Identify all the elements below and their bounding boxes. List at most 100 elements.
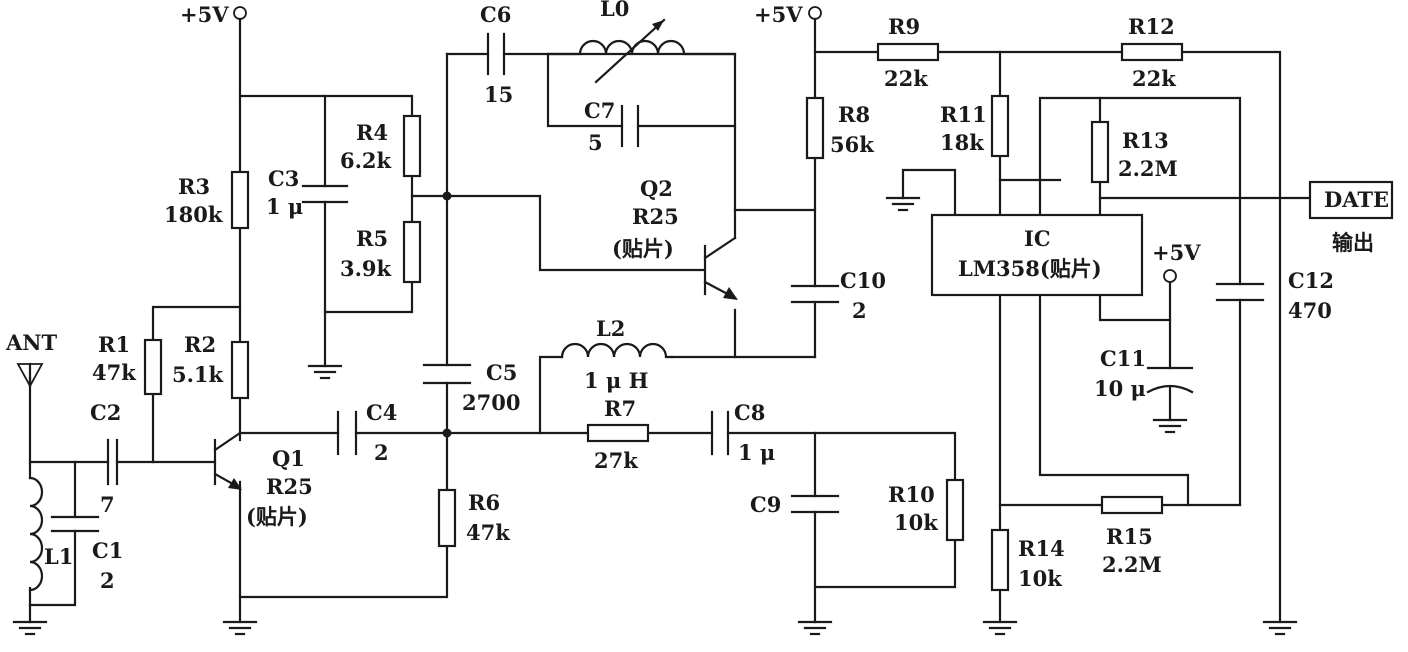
r11-value: 18k — [940, 130, 984, 155]
c4-value: 2 — [374, 440, 389, 465]
r12-label: R12 — [1128, 14, 1175, 39]
l1-label: L1 — [44, 544, 73, 569]
q2-label: Q2 — [640, 176, 673, 201]
resistor-r15: R15 2.2M — [1100, 495, 1164, 577]
transistor-q2: Q2 R25 (贴片) — [612, 176, 738, 300]
capacitor-c5: C5 2700 — [422, 360, 520, 415]
c4-label: C4 — [366, 400, 397, 425]
capacitor-c2: C2 7 — [90, 400, 121, 517]
c11-value: 10 μ — [1094, 376, 1146, 401]
q2-package: (贴片) — [612, 236, 674, 261]
supply-terminal-1: +5V — [180, 2, 247, 27]
capacitor-c8: C8 1 μ — [710, 400, 775, 465]
c5-label: C5 — [486, 360, 517, 385]
r5-value: 3.9k — [340, 256, 392, 281]
wires — [28, 17, 1312, 624]
r4-value: 6.2k — [340, 148, 392, 173]
c12-label: C12 — [1288, 268, 1334, 293]
r7-value: 27k — [594, 448, 638, 473]
resistor-r3: R3 180k — [164, 170, 250, 230]
capacitor-c11: C11 10 μ — [1094, 346, 1194, 401]
resistor-r1: R1 47k — [92, 332, 163, 396]
c3-value: 1 μ — [266, 194, 303, 219]
r1-value: 47k — [92, 360, 136, 385]
antenna-label: ANT — [5, 330, 57, 355]
r8-label: R8 — [838, 102, 870, 127]
c2-value: 7 — [100, 492, 115, 517]
resistor-r5: R5 3.9k — [340, 220, 422, 284]
transistor-q1: Q1 R25 (贴片) — [213, 431, 313, 529]
r1-label: R1 — [98, 332, 130, 357]
output-label: DATE — [1324, 187, 1389, 212]
c3-label: C3 — [268, 166, 299, 191]
capacitor-c1: C1 2 — [50, 515, 123, 593]
r3-label: R3 — [178, 174, 210, 199]
r10-label: R10 — [888, 482, 935, 507]
r4-label: R4 — [356, 120, 388, 145]
r7-label: R7 — [604, 396, 636, 421]
q1-type: R25 — [266, 474, 313, 499]
c1-label: C1 — [92, 538, 123, 563]
q1-package: (贴片) — [246, 504, 308, 529]
r13-label: R13 — [1122, 128, 1169, 153]
capacitor-c10: C10 2 — [790, 268, 886, 323]
resistor-r8: R8 56k — [805, 96, 874, 160]
c1-value: 2 — [100, 568, 115, 593]
resistor-r4: R4 6.2k — [340, 114, 422, 178]
c6-value: 15 — [484, 82, 513, 107]
output-caption: 输出 — [1332, 230, 1374, 255]
capacitor-c4: C4 2 — [336, 400, 397, 465]
r6-label: R6 — [468, 490, 500, 515]
output-terminal: DATE 输出 — [1308, 180, 1394, 255]
c12-value: 470 — [1288, 298, 1332, 323]
c11-label: C11 — [1100, 346, 1146, 371]
r11-label: R11 — [940, 102, 987, 127]
resistor-r14: R14 10k — [990, 528, 1065, 592]
r15-label: R15 — [1106, 524, 1153, 549]
c9-label: C9 — [750, 492, 781, 517]
capacitor-c9: C9 — [750, 492, 840, 517]
supply-label-1: +5V — [180, 2, 229, 27]
r5-label: R5 — [356, 226, 388, 251]
ic-part: LM358(贴片) — [958, 256, 1102, 281]
c7-label: C7 — [584, 98, 615, 123]
l2-value: 1 μ H — [584, 368, 648, 393]
r2-value: 5.1k — [172, 362, 224, 387]
c10-label: C10 — [840, 268, 886, 293]
r10-value: 10k — [894, 510, 938, 535]
capacitor-c12: C12 470 — [1215, 268, 1334, 323]
l2-label: L2 — [596, 316, 625, 341]
c8-label: C8 — [734, 400, 765, 425]
c2-label: C2 — [90, 400, 121, 425]
l0-label: L0 — [600, 0, 629, 21]
r13-value: 2.2M — [1118, 156, 1178, 181]
resistor-r2: R2 5.1k — [172, 332, 250, 400]
resistor-r10: R10 10k — [888, 478, 965, 542]
r14-value: 10k — [1018, 566, 1062, 591]
r8-value: 56k — [830, 132, 874, 157]
resistor-r6: R6 47k — [437, 488, 510, 548]
resistor-r12: R12 22k — [1120, 14, 1184, 91]
q2-type: R25 — [632, 204, 679, 229]
resistor-r7: R7 27k — [586, 396, 650, 473]
supply-terminal-3: +5V — [1152, 240, 1201, 283]
r2-label: R2 — [184, 332, 216, 357]
r9-label: R9 — [888, 14, 920, 39]
supply-label-2: +5V — [754, 2, 803, 27]
supply-label-3: +5V — [1152, 240, 1201, 265]
c6-label: C6 — [480, 2, 511, 27]
antenna-icon: ANT — [5, 330, 57, 388]
q1-label: Q1 — [272, 446, 305, 471]
supply-terminal-2: +5V — [754, 2, 822, 27]
resistor-r9: R9 22k — [876, 14, 940, 91]
c8-value: 1 μ — [738, 440, 775, 465]
resistor-r13: R13 2.2M — [1090, 120, 1178, 184]
ic-lm358: IC LM358(贴片) — [930, 213, 1144, 297]
r3-value: 180k — [164, 202, 223, 227]
resistor-r11: R11 18k — [940, 94, 1010, 158]
c5-value: 2700 — [462, 390, 520, 415]
capacitor-c6: C6 15 — [480, 2, 513, 107]
r14-label: R14 — [1018, 536, 1065, 561]
r9-value: 22k — [884, 66, 928, 91]
